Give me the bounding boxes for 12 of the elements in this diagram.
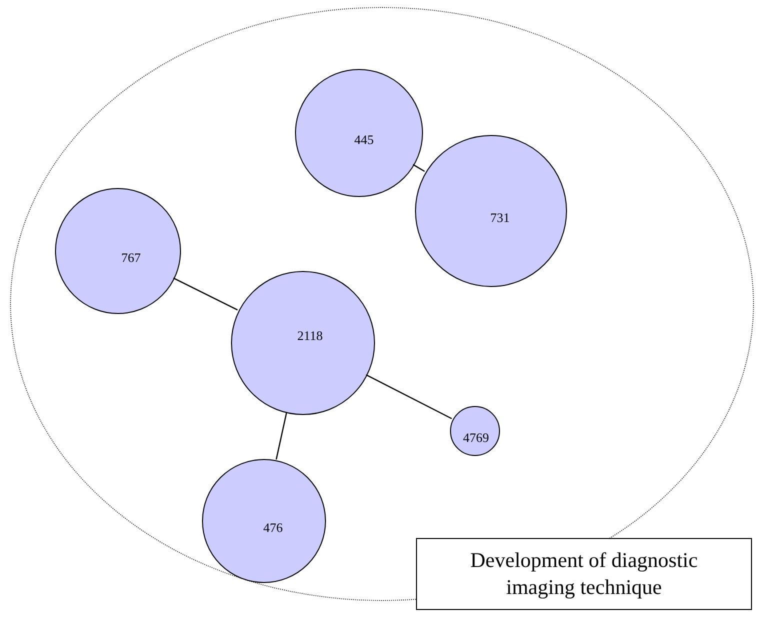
value-label: 767 xyxy=(121,250,141,266)
title-box: Development of diagnostic imaging technique xyxy=(416,538,752,610)
value-label: 445 xyxy=(354,132,374,148)
connector-line xyxy=(173,278,238,310)
value-label: 4769 xyxy=(463,430,489,446)
value-label: 476 xyxy=(263,520,283,536)
bubble xyxy=(450,406,500,456)
connector-line xyxy=(412,164,425,172)
connector-line xyxy=(366,374,452,420)
value-label: 731 xyxy=(490,210,510,226)
value-label: 2118 xyxy=(297,328,323,344)
connector-line xyxy=(276,412,288,460)
